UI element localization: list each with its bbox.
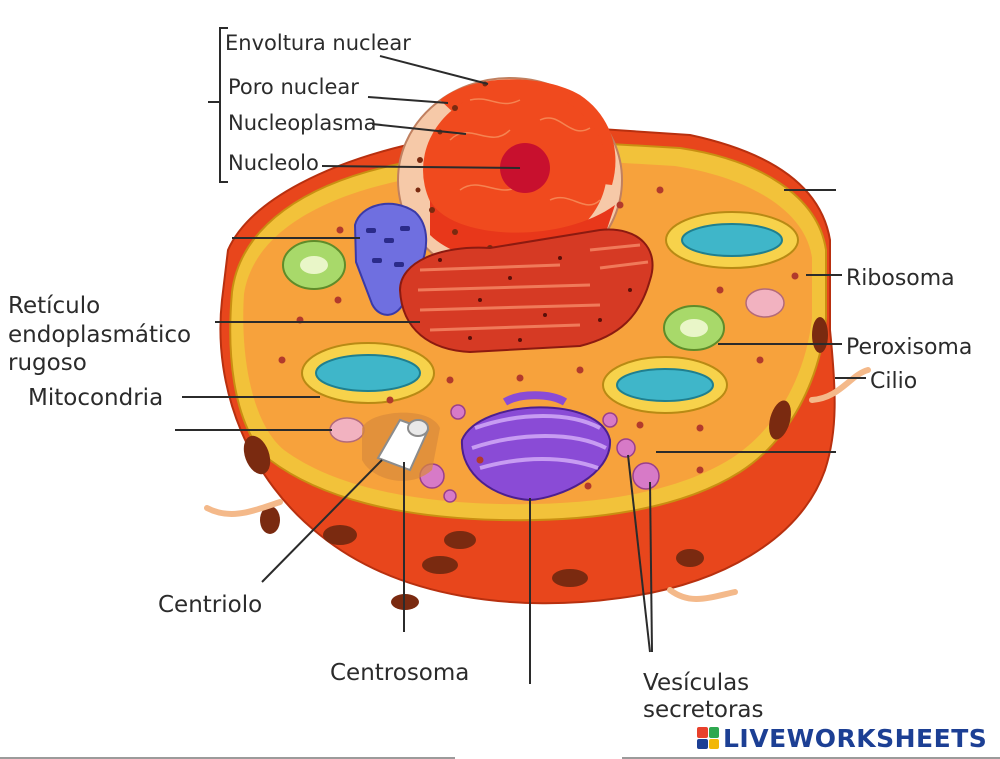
label-mitocondria: Mitocondria	[28, 385, 163, 411]
label-nucleolo: Nucleolo	[228, 151, 319, 175]
nucleus	[397, 77, 623, 283]
lysosomes	[329, 288, 785, 443]
label-nucleoplasma: Nucleoplasma	[228, 111, 376, 135]
label-peroxisoma: Peroxisoma	[846, 335, 972, 360]
cilia	[204, 367, 871, 602]
label-ribosoma: Ribosoma	[846, 266, 955, 291]
peroxisome-right	[663, 305, 725, 351]
mitochondrion-right	[602, 356, 728, 414]
answer-field-reticulo-liso[interactable]	[20, 225, 229, 253]
label-centriolo: Centriolo	[158, 592, 262, 618]
rough-er	[398, 228, 654, 354]
liveworksheets-logo: LIVEWORKSHEETS	[697, 722, 987, 754]
mitochondrion-left	[301, 342, 435, 404]
bottom-rule-left	[0, 757, 455, 759]
mitochondrion-top	[665, 211, 799, 269]
label-envoltura-nuclear: Envoltura nuclear	[225, 31, 411, 55]
liveworksheets-icon	[697, 727, 719, 749]
peroxisome-left	[282, 240, 346, 290]
leader-lines	[175, 27, 866, 684]
answer-field-citoplasma[interactable]	[838, 439, 992, 467]
answer-field-golgi[interactable]	[440, 690, 624, 718]
cell-wall-pores	[243, 317, 828, 610]
golgi-apparatus	[460, 391, 612, 502]
brand-name: LIVEWORKSHEETS	[723, 723, 988, 753]
label-cilio: Cilio	[870, 369, 917, 394]
answer-field-lisosoma[interactable]	[10, 417, 174, 445]
label-centrosoma: Centrosoma	[330, 660, 469, 686]
label-poro-nuclear: Poro nuclear	[228, 75, 359, 99]
ribosomes	[278, 186, 799, 490]
label-reticulo-line1: Retículo	[8, 293, 100, 319]
label-vesiculas-line1: Vesículas	[643, 670, 749, 696]
bottom-rule-right	[622, 757, 1000, 759]
centrosome	[362, 412, 440, 481]
answer-field-membrana[interactable]	[838, 176, 992, 204]
label-vesiculas-line2: secretoras	[643, 697, 764, 723]
label-reticulo-line2: endoplasmático	[8, 322, 191, 348]
label-reticulo-line3: rugoso	[8, 350, 87, 376]
